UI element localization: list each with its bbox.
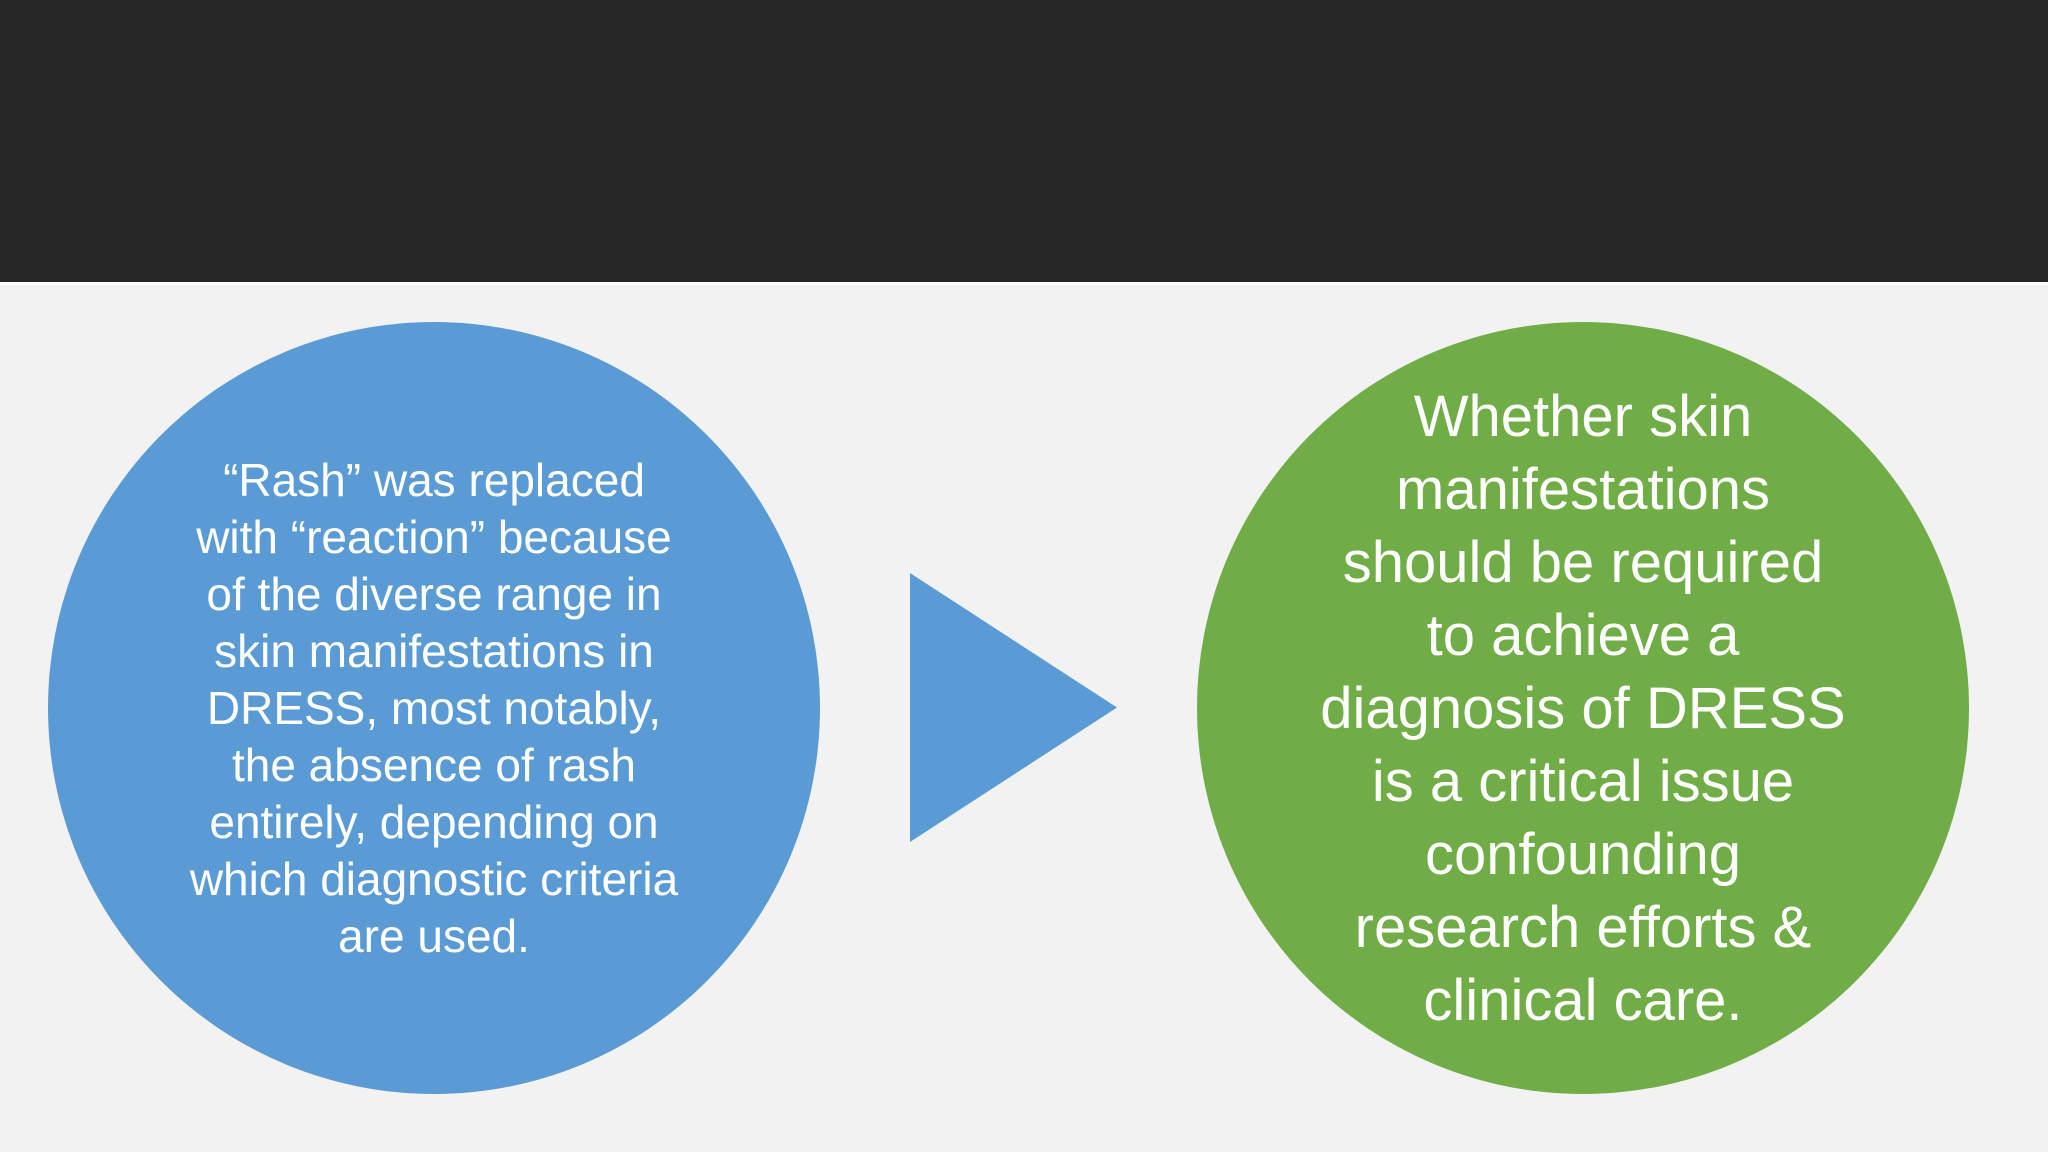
header-divider-line <box>0 282 2048 285</box>
blue-circle-text: “Rash” was replaced with “reaction” beca… <box>189 453 679 962</box>
green-circle-text: Whether skin manifestations should be re… <box>1320 383 1846 1033</box>
slide-header-band <box>0 0 2048 282</box>
blue-circle-shape: “Rash” was replaced with “reaction” beca… <box>48 322 820 1094</box>
green-circle-shape: Whether skin manifestations should be re… <box>1197 322 1969 1094</box>
